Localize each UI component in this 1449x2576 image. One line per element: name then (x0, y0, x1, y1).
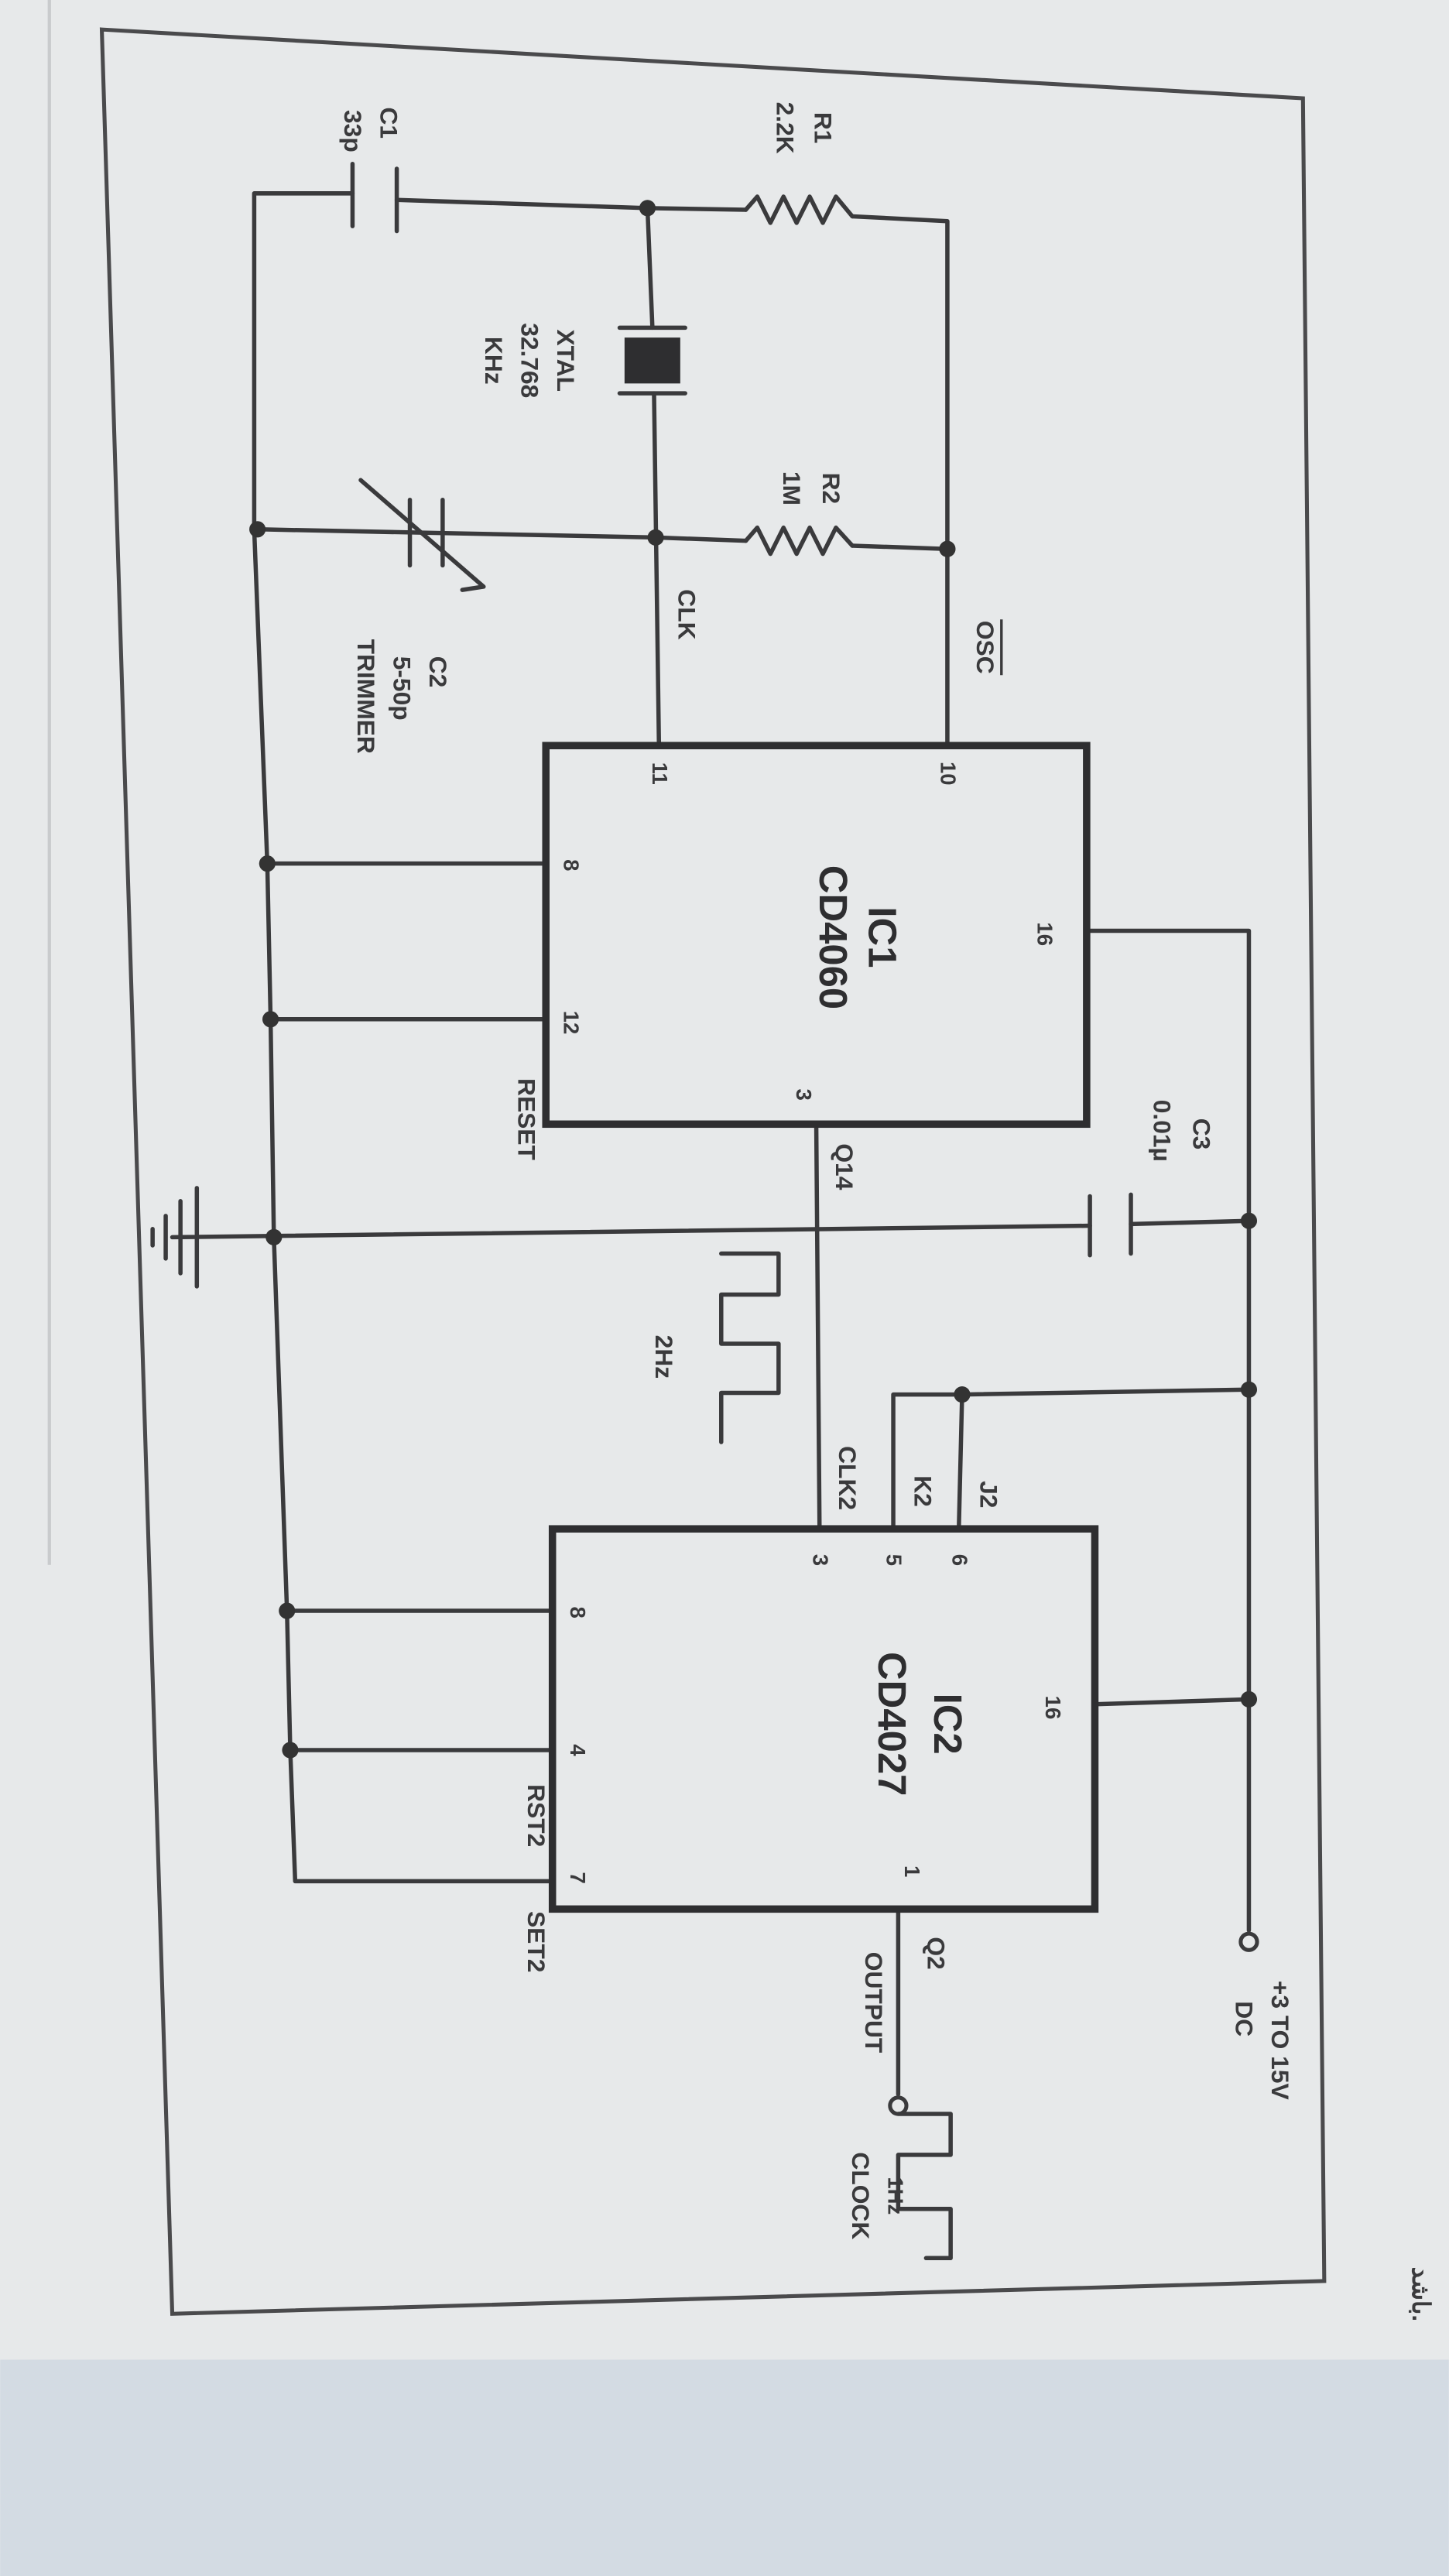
ic2-pin1: 1 (900, 1865, 924, 1877)
wires (170, 191, 1252, 2097)
ic2-pin16: 16 (1041, 1696, 1065, 1720)
supply-terminal (1238, 1931, 1259, 1952)
waveform-1hz-icon (896, 2112, 953, 2261)
osc-label: OSC (971, 621, 999, 674)
supply-label: +3 TO 15V (1266, 1981, 1294, 2100)
c1-value: 33p (339, 110, 367, 152)
r1-value: 2.2K (772, 102, 800, 154)
ic1-name: IC1 (860, 906, 904, 968)
ic1-pin10: 10 (936, 762, 960, 786)
resistor-r1-symbol (743, 194, 855, 225)
capacitor-c1-symbol (350, 161, 399, 234)
out-name-label: CLOCK (847, 2152, 875, 2239)
ic2-pin6: 6 (947, 1554, 971, 1566)
q14-label: Q14 (831, 1143, 858, 1190)
ic1-body (542, 742, 1091, 1129)
supply-type-label: DC (1231, 2001, 1259, 2036)
waveform-2hz-icon (719, 1251, 781, 1444)
ic1-pin3: 3 (792, 1089, 816, 1101)
freq-2hz-label: 2Hz (650, 1335, 678, 1379)
c2-label: C2 (424, 656, 452, 688)
ic1-pin11: 11 (648, 762, 672, 785)
ic2-pin7: 7 (566, 1872, 590, 1883)
ic2-name: IC2 (926, 1694, 970, 1755)
table-background (0, 2359, 1449, 2576)
ic1-pin16: 16 (1033, 922, 1057, 946)
ic2-pin5: 5 (882, 1554, 906, 1566)
margin-note: باشد. (1407, 2267, 1435, 2322)
k2-label: K2 (909, 1475, 937, 1507)
trimmer-c2-symbol (358, 478, 486, 592)
c3-label: C3 (1187, 1118, 1215, 1150)
junctions (249, 200, 1258, 1759)
ic2-pin4: 4 (566, 1744, 590, 1756)
xtal-value: 32.768 (516, 323, 543, 398)
xtal-label: XTAL (552, 329, 580, 392)
ic1-pin12: 12 (560, 1011, 584, 1035)
clk-label: CLK (673, 589, 701, 639)
output-terminal (888, 2095, 909, 2116)
reset-label: RESET (512, 1078, 540, 1160)
set2-label: SET2 (522, 1911, 550, 1972)
page-background (0, 0, 1448, 2360)
rst2-label: RST2 (522, 1784, 550, 1847)
j2-label: J2 (975, 1481, 1002, 1508)
c2-value: 5-50p (388, 656, 416, 721)
diagram-border (99, 27, 1327, 2316)
out-freq-label: 1Hz (884, 2177, 908, 2215)
c1-label: C1 (375, 107, 402, 139)
ground-icon (150, 1186, 200, 1289)
ic1-pin8: 8 (560, 859, 584, 871)
r2-value: 1M (778, 471, 806, 505)
ic1-part: CD4060 (811, 865, 855, 1009)
ic2-body (548, 1525, 1099, 1913)
output-label: OUTPUT (860, 1952, 888, 2054)
r2-label: R2 (817, 473, 845, 505)
r1-label: R1 (809, 112, 837, 144)
ic2-pin8: 8 (566, 1607, 590, 1619)
resistor-r2-symbol (743, 525, 855, 557)
q2-label: Q2 (923, 1937, 951, 1969)
c2-type: TRIMMER (352, 639, 380, 754)
xtal-unit: KHz (480, 337, 508, 385)
crystal-symbol (617, 325, 687, 396)
c3-value: 0.01µ (1149, 1100, 1177, 1162)
ic2-pin3: 3 (808, 1554, 832, 1566)
clk2-label: CLK2 (834, 1446, 862, 1510)
ic2-part: CD4027 (870, 1652, 914, 1796)
capacitor-c3-symbol (1088, 1192, 1133, 1258)
